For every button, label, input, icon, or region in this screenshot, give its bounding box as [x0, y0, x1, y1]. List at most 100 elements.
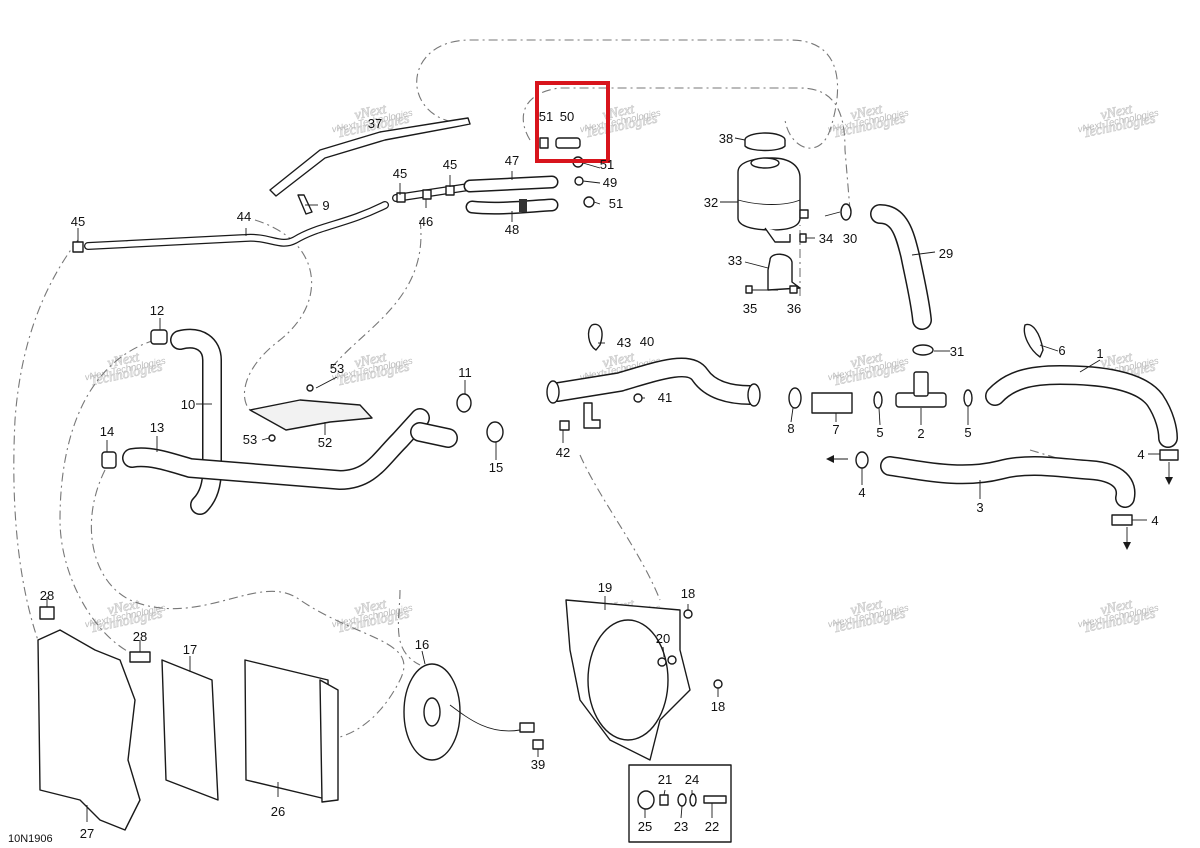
- callout-4: 4: [1151, 513, 1158, 528]
- tee-fitting-2: [895, 371, 947, 408]
- bolt-53-bottom: [268, 434, 276, 442]
- callout-25: 25: [638, 819, 652, 834]
- diagram-reference-code: 10N1906: [8, 833, 53, 845]
- callout-22: 22: [705, 819, 719, 834]
- callout-37: 37: [368, 116, 382, 131]
- fitting-50: [555, 137, 581, 149]
- watermark-line1: vNext: [849, 350, 884, 372]
- guide-6: [1023, 323, 1044, 358]
- clamp-5-right: [963, 389, 973, 407]
- callout-39: 39: [531, 757, 545, 772]
- coupler-12: [150, 329, 168, 345]
- hose-1: [985, 365, 1178, 448]
- callout-26: 26: [271, 804, 285, 819]
- hose-47: [463, 175, 559, 193]
- clamp-11: [456, 393, 472, 413]
- callout-17: 17: [183, 642, 197, 657]
- hose-29: [870, 204, 932, 330]
- coolant-reservoir-32: [737, 157, 809, 243]
- callout-23: 23: [674, 819, 688, 834]
- clamp-31: [912, 344, 934, 356]
- callout-33: 33: [728, 253, 742, 268]
- callout-44: 44: [237, 209, 251, 224]
- watermark-line1: vNext: [1099, 350, 1134, 372]
- watermark-line1: vNext: [849, 102, 884, 124]
- nut-41: [633, 393, 643, 403]
- callout-49: 49: [603, 175, 617, 190]
- fan-shroud-19: [565, 599, 691, 761]
- callout-45: 45: [443, 157, 457, 172]
- callout-9: 9: [322, 198, 329, 213]
- nut-18-side: [713, 679, 723, 689]
- callout-1: 1: [1096, 346, 1103, 361]
- watermark-line1: vNext: [1099, 597, 1134, 619]
- highlight-box: [535, 81, 610, 163]
- fittings-45-46: [392, 182, 479, 203]
- clamp-4-right-top: [1159, 449, 1179, 461]
- callout-19: 19: [598, 580, 612, 595]
- clamp-15: [486, 421, 504, 443]
- bracket-42: [559, 402, 601, 431]
- hose-13: [122, 408, 430, 490]
- callout-27: 27: [80, 826, 94, 841]
- callout-36: 36: [787, 301, 801, 316]
- flow-arrows: [826, 455, 1173, 550]
- watermark-line1: vNext: [106, 597, 141, 619]
- callout-51: 51: [539, 109, 553, 124]
- callouts: 1 2 3 4 4 4 5 5 6 7 8 9 10 11 12 13 14 1…: [40, 109, 1159, 841]
- clamp-4-left: [855, 451, 869, 469]
- callout-4: 4: [858, 485, 865, 500]
- watermark-line1: vNext: [106, 350, 141, 372]
- callout-45: 45: [393, 166, 407, 181]
- watermark-line1: vNext: [353, 350, 388, 372]
- watermark-line1: vNext: [849, 597, 884, 619]
- callout-5: 5: [964, 425, 971, 440]
- callout-7: 7: [832, 422, 839, 437]
- bolt-53-top: [306, 384, 314, 392]
- radiator-26: [244, 659, 339, 803]
- callout-16: 16: [415, 637, 429, 652]
- callout-18: 18: [711, 699, 725, 714]
- callout-24: 24: [685, 772, 699, 787]
- callout-13: 13: [150, 420, 164, 435]
- callout-6: 6: [1058, 343, 1065, 358]
- callout-3: 3: [976, 500, 983, 515]
- clip-9: [297, 194, 313, 215]
- callout-30: 30: [843, 231, 857, 246]
- callout-50: 50: [560, 109, 574, 124]
- callout-51: 51: [600, 157, 614, 172]
- detail-box: [628, 764, 732, 843]
- callout-5: 5: [876, 425, 883, 440]
- clamp-4-right-bottom: [1111, 514, 1133, 526]
- callout-48: 48: [505, 222, 519, 237]
- callout-2: 2: [917, 426, 924, 441]
- clamp-8: [788, 387, 802, 409]
- callout-20: 20: [656, 631, 670, 646]
- watermark-line1: vNext: [1099, 102, 1134, 124]
- callout-40: 40: [640, 334, 654, 349]
- callout-28: 28: [133, 629, 147, 644]
- sleeve-7: [811, 392, 853, 414]
- callout-46: 46: [419, 214, 433, 229]
- callout-8: 8: [787, 421, 794, 436]
- watermark-line1: vNext: [601, 350, 636, 372]
- callout-12: 12: [150, 303, 164, 318]
- callout-18: 18: [681, 586, 695, 601]
- callout-4: 4: [1137, 447, 1144, 462]
- callout-52: 52: [318, 435, 332, 450]
- callout-35: 35: [743, 301, 757, 316]
- nut-36: [789, 285, 798, 294]
- callout-21: 21: [658, 772, 672, 787]
- callout-38: 38: [719, 131, 733, 146]
- hose-guide-37: [269, 117, 471, 197]
- panel-27: [37, 629, 141, 831]
- clamp-30: [840, 203, 852, 221]
- callout-14: 14: [100, 424, 114, 439]
- hose-48: [465, 198, 559, 215]
- callout-53: 53: [330, 361, 344, 376]
- callout-29: 29: [939, 246, 953, 261]
- callout-11: 11: [458, 365, 472, 380]
- callout-34: 34: [819, 231, 833, 246]
